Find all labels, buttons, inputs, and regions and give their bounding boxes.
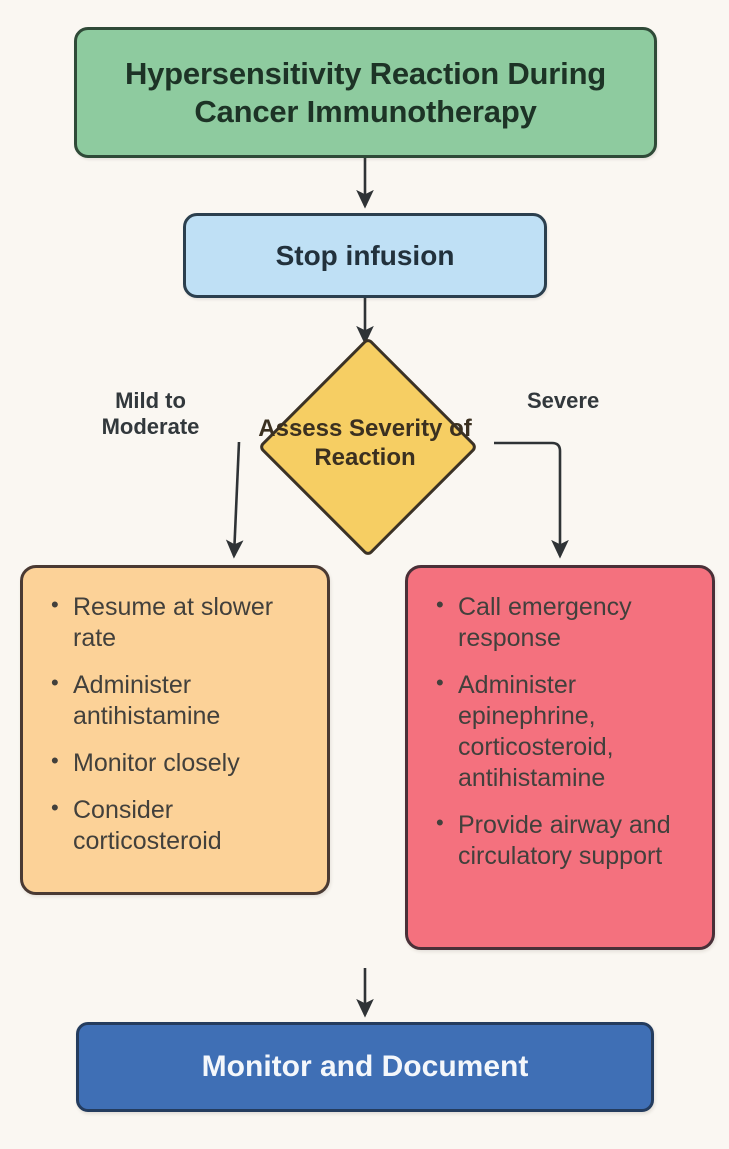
edge-label-mild-to-moderate: Mild to Moderate bbox=[101, 388, 200, 439]
node-hypersensitivity-reaction-title: Hypersensitivity Reaction During Cancer … bbox=[74, 27, 657, 158]
list-item: Consider corticosteroid bbox=[49, 794, 309, 857]
list-item: Administer epinephrine, corticosteroid, … bbox=[434, 669, 694, 794]
node-final-label: Monitor and Document bbox=[201, 1050, 529, 1083]
severe-bullet-list: Call emergency response Administer epine… bbox=[408, 568, 712, 890]
node-monitor-and-document: Monitor and Document bbox=[76, 1022, 654, 1112]
edge-assess-to-severe bbox=[494, 441, 569, 559]
node-assess-severity-label: Assess Severity of Reaction bbox=[258, 415, 472, 471]
list-item: Monitor closely bbox=[49, 747, 309, 779]
list-item: Administer antihistamine bbox=[49, 669, 309, 732]
node-stop-infusion: Stop infusion bbox=[183, 213, 547, 298]
edge-label-severe: Severe bbox=[527, 388, 600, 413]
list-item: Call emergency response bbox=[434, 591, 694, 654]
mild-moderate-bullet-list: Resume at slower rate Administer antihis… bbox=[23, 568, 327, 875]
node-stop-infusion-label: Stop infusion bbox=[275, 239, 455, 271]
node-title-label: Hypersensitivity Reaction During Cancer … bbox=[124, 55, 607, 129]
list-item: Provide airway and circulatory support bbox=[434, 809, 694, 872]
list-item: Resume at slower rate bbox=[49, 591, 309, 654]
node-severe-actions: Call emergency response Administer epine… bbox=[405, 565, 715, 950]
node-assess-severity-decision: Assess Severity of Reaction bbox=[232, 336, 498, 558]
node-mild-moderate-actions: Resume at slower rate Administer antihis… bbox=[20, 565, 330, 895]
